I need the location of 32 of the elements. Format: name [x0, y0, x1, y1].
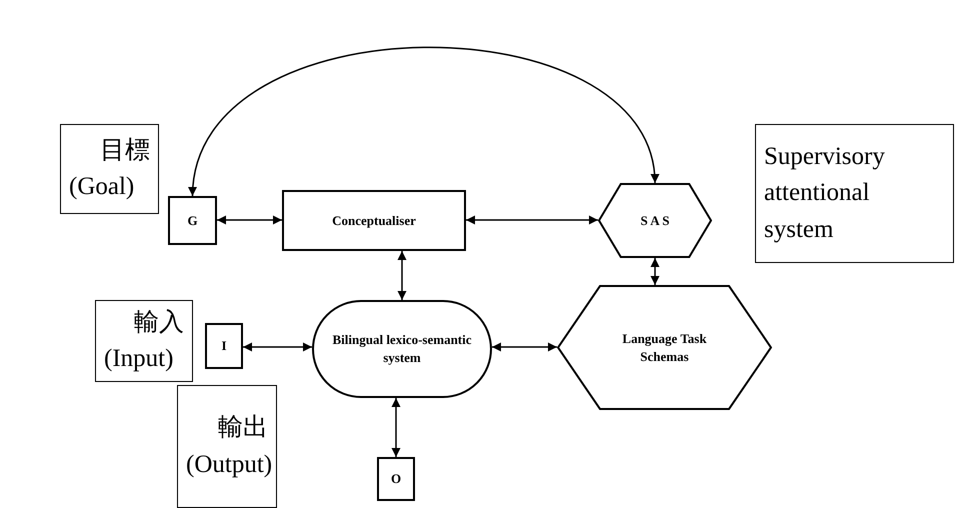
node-label: S A S: [640, 212, 670, 230]
label-text: (Input): [103, 344, 174, 374]
node-label: O: [390, 470, 402, 488]
hexagon-node: [557, 285, 772, 410]
arrow: [392, 398, 400, 457]
label-text: 目標: [99, 136, 151, 166]
node-label: Conceptualiser: [332, 212, 416, 230]
label-text: Supervisory attentional system: [763, 142, 886, 245]
input-box: [205, 323, 243, 369]
arrow: [190, 46, 658, 196]
label-box: [177, 385, 277, 508]
arrow: [398, 251, 406, 300]
node-label: Bilingual lexico-semantic system: [331, 331, 473, 367]
goal-box: [168, 196, 217, 245]
arrow: [243, 342, 312, 352]
label-text: (Output): [185, 450, 274, 480]
hexagon-node: [598, 183, 712, 258]
label-text: 輸出: [217, 413, 269, 444]
node-label: G: [187, 212, 198, 230]
label-box: [95, 300, 193, 382]
node-label: Language Task Schemas: [621, 330, 708, 366]
arrow: [466, 216, 598, 224]
label-text: 輸入: [133, 308, 185, 338]
label-text: (Goal): [68, 172, 136, 202]
arrow: [492, 342, 557, 352]
label-box: [755, 124, 954, 263]
arrow: [650, 258, 660, 285]
label-box: [60, 124, 159, 214]
process-box: [282, 190, 466, 251]
node-label: I: [221, 337, 227, 355]
output-box: [377, 457, 415, 501]
arrow: [217, 216, 282, 224]
